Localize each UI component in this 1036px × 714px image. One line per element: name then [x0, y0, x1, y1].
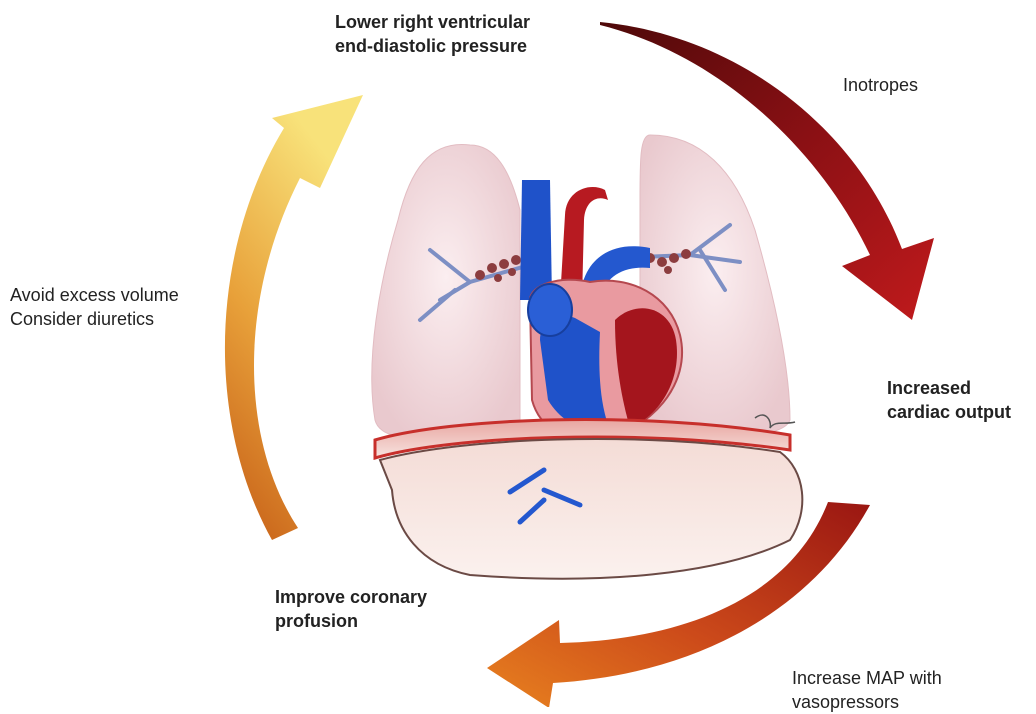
label-rv-pressure: Lower right ventricular end-diastolic pr…	[335, 10, 530, 58]
label-rv-pressure-line1: Lower right ventricular	[335, 10, 530, 34]
label-coronary-line2: profusion	[275, 609, 427, 633]
label-inotropes-text: Inotropes	[843, 73, 918, 97]
arrow-volume	[225, 95, 363, 540]
label-vasopressors-line1: Increase MAP with	[792, 666, 942, 690]
left-lung	[372, 144, 520, 438]
label-cardiac-output: Increased cardiac output	[887, 376, 1011, 424]
superior-vena-cava	[520, 180, 552, 300]
liver	[380, 439, 802, 579]
label-rv-pressure-line2: end-diastolic pressure	[335, 34, 530, 58]
right-atrium	[528, 284, 572, 336]
label-volume-line2: Consider diuretics	[10, 307, 179, 331]
label-vasopressors-line2: vasopressors	[792, 690, 942, 714]
label-volume-line1: Avoid excess volume	[10, 283, 179, 307]
label-volume: Avoid excess volume Consider diuretics	[10, 283, 179, 331]
label-inotropes: Inotropes	[843, 73, 918, 97]
label-cardiac-output-line2: cardiac output	[887, 400, 1011, 424]
label-coronary-line1: Improve coronary	[275, 585, 427, 609]
label-cardiac-output-line1: Increased	[887, 376, 1011, 400]
label-coronary: Improve coronary profusion	[275, 585, 427, 633]
